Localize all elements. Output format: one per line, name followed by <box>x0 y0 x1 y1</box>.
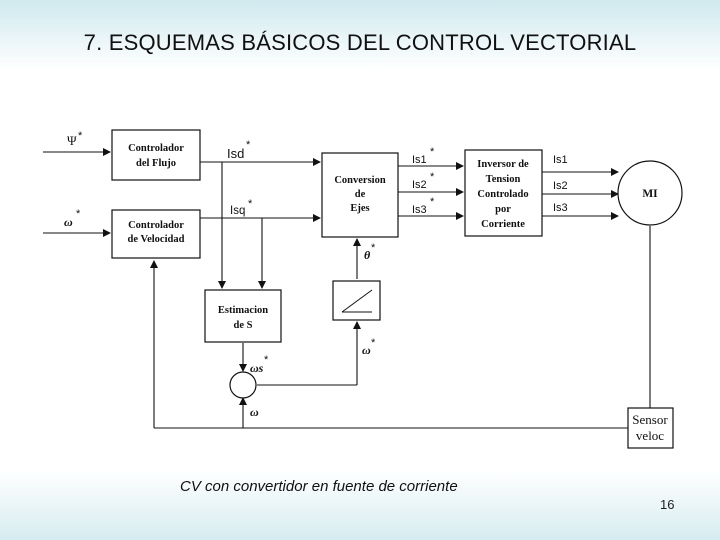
slip-estimator-line-1: Estimacion <box>218 305 268 316</box>
omega-s-ref-label: ωs <box>250 361 264 375</box>
omega-ref-label: ω <box>64 215 73 229</box>
psi-ref-star: * <box>78 130 83 142</box>
motor-block: MI <box>617 160 683 226</box>
inverter-block: Inversor de Tension Controlado por Corri… <box>464 149 543 237</box>
speed-controller-line-2: de Velocidad <box>128 234 185 245</box>
page-number: 16 <box>660 497 675 512</box>
omega-ref-integrator-label: ω <box>362 343 371 357</box>
theta-ref-star: * <box>371 242 376 254</box>
flux-controller-line-2: del Flujo <box>136 158 176 169</box>
isq-ref-star: * <box>248 198 253 210</box>
isq-ref-label: Isq <box>230 205 245 217</box>
integrator-block <box>332 280 381 321</box>
flux-controller-line-1: Controlador <box>128 143 184 154</box>
slip-estimator-block: Estimacion de S <box>204 289 282 343</box>
is1-label: Is1 <box>553 154 568 166</box>
omega-ref-star: * <box>76 208 81 220</box>
inverter-line-4: por <box>495 204 511 215</box>
signal-labels: Ψ * ω * Isd * Isq * Is1 * Is2 * Is3 * Is… <box>64 130 568 419</box>
speed-controller-line-1: Controlador <box>128 220 184 231</box>
speed-controller-block: Controlador de Velocidad <box>111 209 201 259</box>
theta-ref-label: θ <box>364 248 371 262</box>
inverter-line-5: Corriente <box>481 219 525 230</box>
axis-conversion-line-1: Conversion <box>334 175 385 186</box>
axis-conversion-line-2: de <box>355 189 366 200</box>
ramp-icon <box>341 289 373 313</box>
isd-ref-label: Isd <box>227 146 244 161</box>
inverter-line-2: Tension <box>486 174 521 185</box>
is2-ref-label: Is2 <box>412 179 427 191</box>
is3-ref-label: Is3 <box>412 204 427 216</box>
is1-ref-label: Is1 <box>412 154 427 166</box>
isd-ref-star: * <box>246 139 251 151</box>
summing-junction <box>229 371 257 399</box>
slip-estimator-line-2: de S <box>234 320 253 331</box>
is1-ref-star: * <box>430 146 435 158</box>
slide-caption: CV con convertidor en fuente de corrient… <box>180 478 458 495</box>
is2-ref-star: * <box>430 171 435 183</box>
omega-feedback-label: ω <box>250 405 259 419</box>
axis-conversion-line-3: Ejes <box>350 203 369 214</box>
is3-label: Is3 <box>553 202 568 214</box>
inverter-line-3: Controlado <box>477 189 528 200</box>
speed-sensor-line-2: veloc <box>636 428 664 443</box>
omega-ref-integrator-star: * <box>371 337 376 349</box>
slide-title: 7. ESQUEMAS BÁSICOS DEL CONTROL VECTORIA… <box>83 30 637 55</box>
omega-s-ref-star: * <box>264 354 269 366</box>
signal-lines <box>43 148 651 429</box>
speed-sensor-block: Sensor veloc <box>627 407 674 449</box>
is2-label: Is2 <box>553 180 568 192</box>
inverter-line-1: Inversor de <box>477 159 529 170</box>
speed-sensor-line-1: Sensor <box>632 412 668 427</box>
is3-ref-star: * <box>430 196 435 208</box>
psi-ref-label: Ψ <box>67 133 77 148</box>
flux-controller-block: Controlador del Flujo <box>111 129 201 181</box>
axis-conversion-block: Conversion de Ejes <box>321 152 399 238</box>
motor-label: MI <box>642 188 658 200</box>
